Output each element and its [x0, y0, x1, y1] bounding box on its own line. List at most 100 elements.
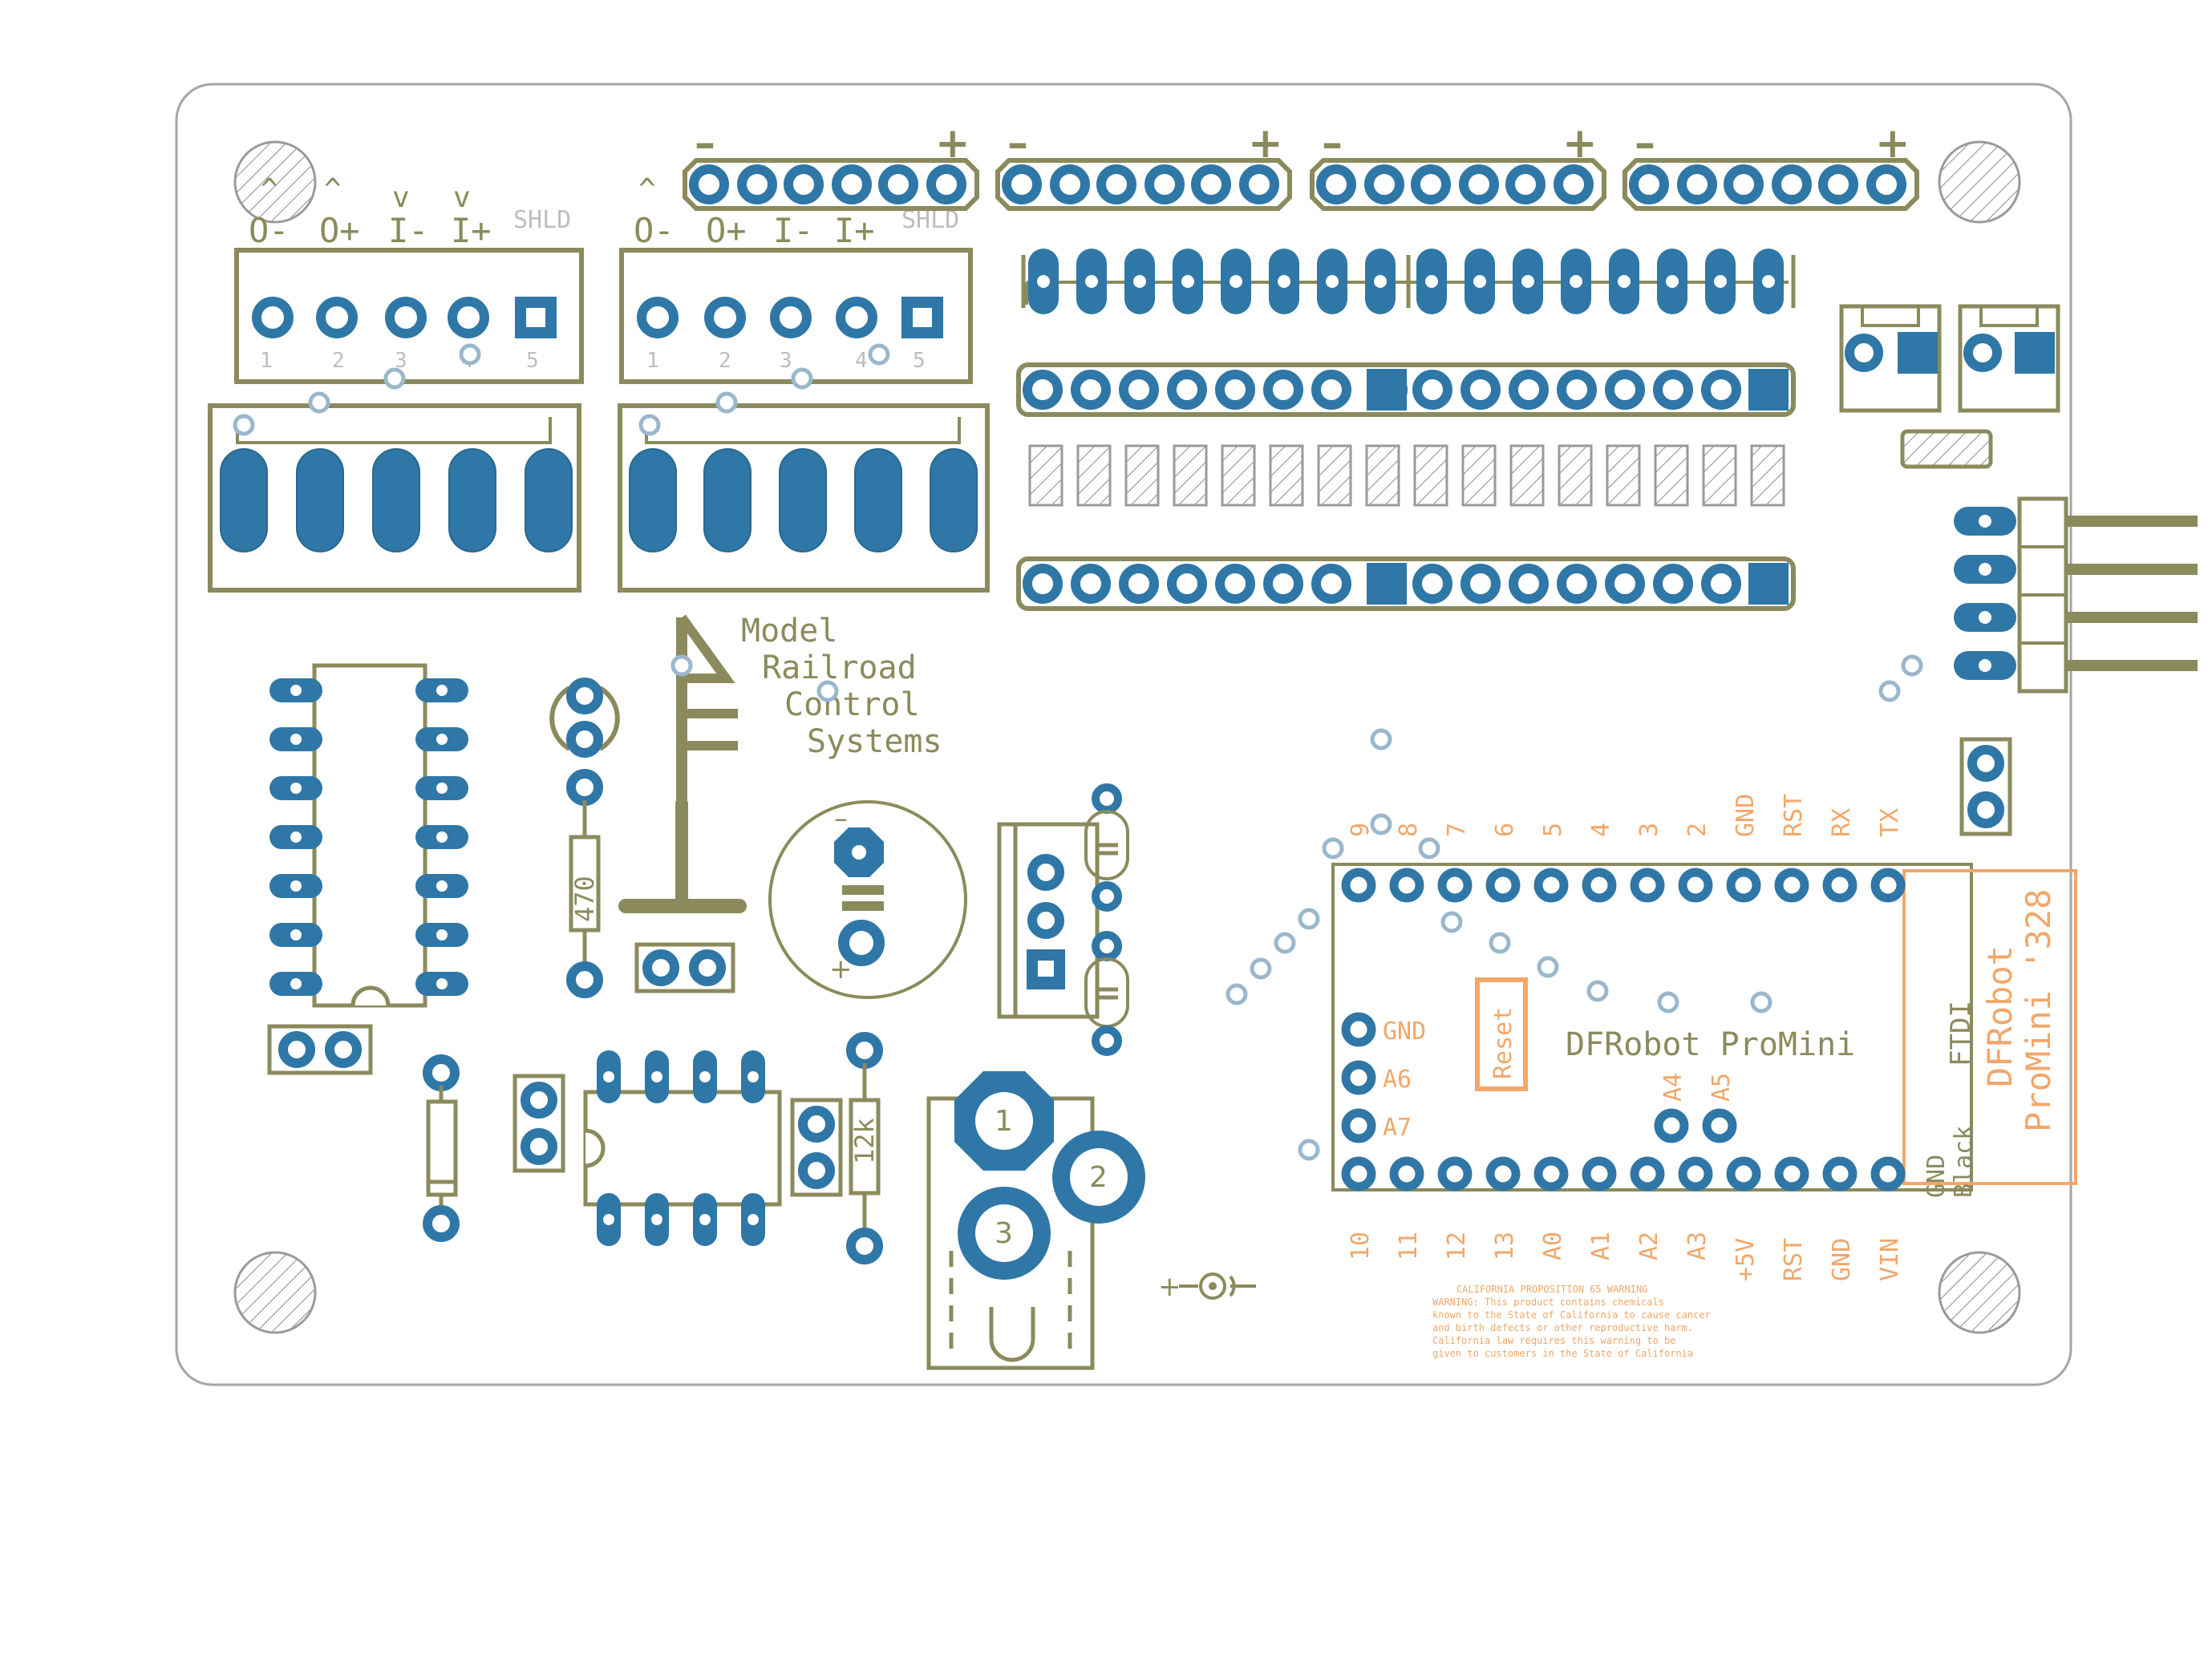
- jumper-pad[interactable]: [521, 1082, 557, 1119]
- promini-bottom-pin-label: 13: [1491, 1232, 1519, 1260]
- terminal-pad[interactable]: [316, 297, 358, 338]
- promini-top-pin-label: 8: [1395, 823, 1423, 837]
- screw-terminal-pad[interactable]: [372, 448, 420, 552]
- resistor-pad[interactable]: [566, 961, 603, 998]
- terminal-mark: v: [453, 181, 471, 214]
- screw-terminal-pad[interactable]: [779, 448, 827, 552]
- header-outline: [1016, 362, 1796, 417]
- warning-line: California law requires this warning to …: [1432, 1335, 1675, 1346]
- diode-pad[interactable]: [423, 1054, 460, 1091]
- power-bus-headers: – + – + – + – +: [683, 119, 1919, 211]
- terminal-pin-number: 5: [526, 349, 539, 373]
- jack-pin-1: 1: [995, 1105, 1013, 1138]
- screw-terminal-pad[interactable]: [525, 448, 573, 552]
- led-pad[interactable]: [566, 721, 603, 758]
- ceramic-cap-outline: [1084, 810, 1129, 880]
- capacitor-pad[interactable]: [838, 920, 885, 966]
- terminal-pad[interactable]: [448, 297, 489, 338]
- cap-pad[interactable]: [1092, 1026, 1122, 1056]
- reset-label: Reset: [1489, 1007, 1517, 1079]
- terminal-pad[interactable]: [770, 297, 812, 338]
- reset-button[interactable]: [1475, 977, 1528, 1091]
- resistor-pad[interactable]: [566, 769, 603, 806]
- screw-terminal-pad[interactable]: [448, 448, 496, 552]
- terminal-label-i-plus: I+: [451, 211, 492, 250]
- screw-terminal-pad[interactable]: [703, 448, 752, 552]
- screw-terminal-pad[interactable]: [854, 448, 902, 552]
- cap-pad[interactable]: [1092, 783, 1122, 814]
- terminal-label-o-plus: O+: [319, 211, 360, 250]
- terminal-label-i-minus: I-: [388, 211, 429, 250]
- header-pads-top[interactable]: [1023, 370, 1741, 410]
- resistor-470-label: 470: [569, 876, 600, 922]
- screw-terminal-pad[interactable]: [296, 448, 344, 552]
- promini-analog-pads[interactable]: [1654, 1108, 1737, 1143]
- terminal-mark: ^: [261, 173, 278, 206]
- regulator-pad[interactable]: [1027, 902, 1064, 939]
- terminal-pad[interactable]: [637, 297, 679, 338]
- screw-terminal-pad[interactable]: [220, 448, 268, 552]
- cap-pad[interactable]: [1092, 931, 1122, 961]
- diode-pad[interactable]: [423, 1205, 460, 1242]
- promini-top-pin-label: TX: [1876, 808, 1904, 837]
- terminal-label-i-plus: I+: [834, 211, 875, 250]
- jumper-pad[interactable]: [798, 1106, 835, 1143]
- resistor-12k-label: 12k: [849, 1118, 880, 1164]
- promini-bottom-pin-label: 12: [1443, 1232, 1471, 1260]
- header-pins: [2066, 516, 2198, 671]
- terminal-pad[interactable]: [385, 297, 427, 338]
- promini-top-pin-label: 3: [1635, 823, 1663, 837]
- jumper-pad[interactable]: [798, 1152, 835, 1189]
- led-outline: [549, 686, 571, 751]
- header-pad-square[interactable]: [1367, 369, 1407, 411]
- promini-bottom-pin-label: A3: [1683, 1232, 1712, 1260]
- bus-pads[interactable]: [689, 164, 1906, 204]
- connector-pad[interactable]: [1845, 334, 1883, 372]
- jumper-pad[interactable]: [689, 949, 726, 986]
- promini-top-pads[interactable]: [1341, 868, 1906, 903]
- terminal-label-o-minus: O-: [249, 211, 290, 250]
- connector-pad-square[interactable]: [1898, 332, 1938, 374]
- header-pad-square[interactable]: [1748, 563, 1789, 605]
- promini-top-pin-label: 7: [1443, 823, 1471, 837]
- promini-top-pin-label: 5: [1539, 823, 1567, 837]
- promini-top-pin-label: 6: [1491, 823, 1519, 837]
- terminal-pad[interactable]: [836, 297, 877, 338]
- bus-plus-label: +: [935, 119, 970, 168]
- promini-bottom-pads[interactable]: [1341, 1156, 1906, 1191]
- regulator-pad[interactable]: [1027, 854, 1064, 891]
- terminal-pin-number: 1: [646, 349, 659, 373]
- jumper-pad[interactable]: [1967, 745, 2004, 782]
- resistor-pad[interactable]: [846, 1228, 883, 1264]
- screw-terminal-pad[interactable]: [629, 448, 677, 552]
- connector-pad-square[interactable]: [2015, 332, 2055, 374]
- promini-footprint: DFRobot ProMini FTDI GND Black DFRobot P…: [1331, 794, 2077, 1281]
- resistor-pad[interactable]: [846, 1032, 883, 1069]
- polarity-symbol: +: [1158, 1271, 1256, 1303]
- terminal-pad[interactable]: [252, 297, 294, 338]
- smd-jumper: [1900, 429, 1993, 469]
- cap-pad[interactable]: [1092, 881, 1122, 912]
- led-pad[interactable]: [566, 678, 603, 714]
- vias: [233, 343, 1923, 1161]
- terminal-pad[interactable]: [704, 297, 746, 338]
- jumper-pad[interactable]: [278, 1031, 315, 1068]
- terminal-pad-square-hole: [526, 308, 545, 327]
- terminal-pin-number: 3: [395, 349, 407, 373]
- jack-pin-2: 2: [1089, 1161, 1108, 1194]
- jumper-pad[interactable]: [642, 949, 679, 986]
- connector-pad[interactable]: [1963, 334, 2002, 372]
- header-pad-square[interactable]: [1748, 369, 1789, 411]
- jumper-pad[interactable]: [521, 1128, 557, 1165]
- header-pad-square[interactable]: [1367, 563, 1407, 605]
- sixteen-pin-headers: [1016, 362, 1796, 611]
- header-pads-bottom[interactable]: [1023, 564, 1741, 604]
- bus-plus-label: +: [1875, 119, 1910, 168]
- jumper-pad[interactable]: [325, 1031, 362, 1068]
- power-jack: 1 2 3: [926, 1071, 1145, 1370]
- screw-terminal-pad[interactable]: [930, 448, 978, 552]
- jumper-pad[interactable]: [1967, 791, 2004, 828]
- warning-line: given to customers in the State of Calif…: [1432, 1348, 1693, 1359]
- promini-left-pads[interactable]: [1341, 1012, 1376, 1143]
- oval-pad-holes: [1037, 275, 1775, 288]
